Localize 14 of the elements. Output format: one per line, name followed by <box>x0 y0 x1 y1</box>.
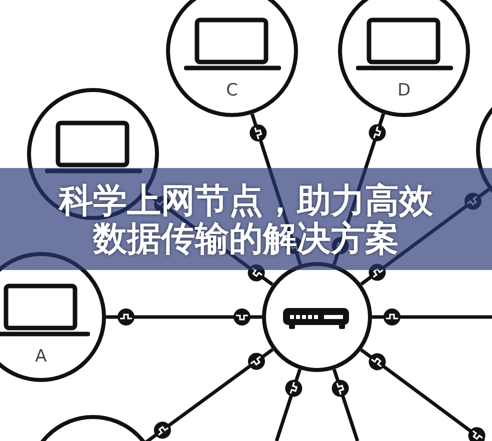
node-label: D <box>397 82 411 100</box>
node-label: C <box>226 82 238 100</box>
device-circle <box>26 87 160 221</box>
connector-line <box>106 308 262 326</box>
connector-line <box>360 348 486 441</box>
connector-line <box>331 368 360 441</box>
connector-line <box>248 113 304 266</box>
connector-line <box>360 188 490 286</box>
connector-line <box>145 348 274 441</box>
hub-circle <box>261 261 373 373</box>
node-label: A <box>35 348 47 366</box>
title-banner: 科学上网节点，助力高效数据传输的解决方案 <box>0 168 492 270</box>
connector-line <box>274 368 303 441</box>
connector-line <box>372 308 492 326</box>
